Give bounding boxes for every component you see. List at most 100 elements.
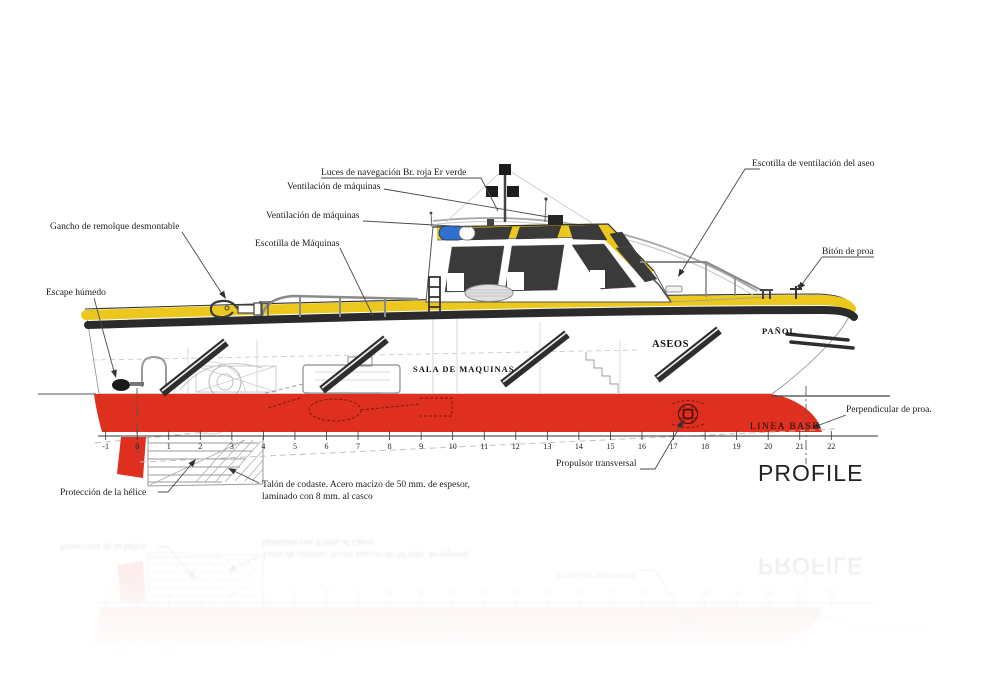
scale-tick-label: 20 — [764, 442, 772, 451]
leader-vent-upper — [383, 188, 549, 218]
side-fender-lines — [466, 289, 512, 297]
scale-tick-label: 1 — [167, 442, 171, 451]
antenna — [544, 199, 547, 223]
leader-vent-lower — [362, 220, 471, 228]
stairs — [585, 352, 619, 393]
label-tow-hook: Gancho de remolque desmontable — [50, 222, 180, 232]
skeg-structure — [139, 428, 836, 487]
label-toilet-vent: Escotilla de ventilación del aseo — [752, 159, 875, 169]
tow-hook — [209, 299, 271, 319]
scale-tick-label: 6 — [325, 442, 329, 451]
arrowhead — [111, 369, 117, 378]
keel-extension-dashed — [139, 428, 836, 463]
label-engine-vent-upper: Ventilación de máquinas — [287, 182, 381, 192]
label-toilets: ASEOS — [652, 339, 689, 350]
leader-prop-guard — [158, 460, 195, 493]
leader-toilet-vent — [679, 168, 760, 275]
scale-tick-label: 18 — [701, 442, 709, 451]
drivetrain-dashed — [267, 397, 705, 428]
view-title: PROFILE — [758, 460, 863, 486]
label-prop-guard: Protección de la hélice — [60, 488, 146, 498]
scale-tick-label: 19 — [733, 442, 741, 451]
arrowhead — [798, 281, 806, 290]
mast-stay-aft — [445, 167, 506, 223]
propeller-guard-red — [117, 437, 146, 478]
window-notches — [447, 270, 605, 291]
scale-tick-label: 16 — [638, 442, 646, 451]
leader-wet-exhaust — [93, 297, 116, 376]
wet-exhaust-outlet — [112, 379, 130, 391]
frame-diagonal — [195, 365, 277, 393]
scale-tick-label: 5 — [293, 442, 297, 451]
label-nav-lights: Luces de navegación Br. roja Er verde — [321, 168, 466, 178]
scale-tick-label: 9 — [419, 442, 423, 451]
scale-tick-label: 11 — [480, 442, 488, 451]
label-engine-hatch: Escotilla de Máquinas — [255, 239, 340, 249]
reflection-fade-overlay — [0, 519, 982, 688]
foredeck-railing — [640, 261, 764, 297]
stbd-nav-light — [507, 186, 519, 197]
leader-tow-hook — [181, 231, 225, 298]
bow-cleat — [760, 289, 773, 299]
bow-thruster-symbol — [678, 404, 698, 424]
aft-cabin-ladder — [428, 276, 441, 316]
aft-railing — [260, 294, 419, 317]
arrowhead — [188, 459, 196, 468]
arrowhead — [676, 420, 684, 429]
foredeck-edge — [670, 296, 771, 303]
scale-tick-label: 7 — [356, 442, 360, 451]
arrowhead — [228, 468, 237, 475]
scale-tick-label: 14 — [575, 442, 583, 451]
label-engine-room: SALA DE MAQUINAS — [413, 364, 515, 374]
gear-circle-inner — [216, 373, 234, 391]
leader-bow-bollard — [799, 256, 874, 288]
scale-tick-label: 10 — [449, 442, 457, 451]
roof-horn — [487, 219, 494, 226]
fender-dark-band — [84, 305, 858, 329]
leader-bow-thruster — [640, 422, 683, 470]
leader-lines — [93, 168, 874, 493]
antenna-tip — [544, 197, 548, 201]
label-engine-vent-lower: Ventilación de máquinas — [266, 211, 360, 221]
exhaust-u-pipe — [141, 355, 167, 387]
mast-stay-fwd — [504, 167, 593, 224]
spray-rail-lower — [789, 340, 855, 350]
scale-tick-label: 4 — [261, 442, 265, 451]
leader-nav-lights — [321, 177, 499, 212]
label-fwd-perpendicular: Perpendicular de proa. — [846, 405, 932, 415]
label-bow-thruster: Propulsor transversal — [556, 459, 637, 469]
label-store: PAÑOL — [762, 326, 796, 336]
windshield-frame — [648, 274, 672, 303]
mast-assembly — [429, 164, 593, 228]
antenna-aft-tip — [429, 211, 433, 215]
thruster-tunnel-dashed — [671, 400, 705, 428]
scale-tick-label: -1 — [102, 442, 109, 451]
liferaft-canister-end — [458, 225, 476, 241]
scale-tick-label: 21 — [796, 442, 804, 451]
pipe-curve — [179, 363, 263, 391]
steering-gear-frame — [195, 365, 277, 393]
label-sternpost-1: Talón de codaste. Acero macizo de 50 mm.… — [262, 480, 470, 490]
arrowhead — [219, 290, 226, 299]
shaft-dashed — [257, 383, 304, 396]
spray-rail-upper — [785, 332, 850, 342]
scale-tick-label: 0 — [135, 442, 139, 451]
roof-vent-box — [548, 215, 563, 225]
label-bow-bollard: Bitón de proa — [822, 247, 874, 257]
label-wet-exhaust: Escape húmedo — [46, 288, 106, 298]
fender-supports — [159, 326, 722, 397]
scale-tick-label: 15 — [606, 442, 614, 451]
toilet-vent-hatch — [665, 285, 683, 293]
label-baseline: LINEA BASE — [750, 422, 820, 432]
leader-engine-hatch — [339, 247, 374, 317]
port-nav-light — [486, 186, 498, 197]
scale-tick-label: 3 — [230, 442, 234, 451]
scale-tick-label: 13 — [543, 442, 551, 451]
arrowhead — [812, 422, 821, 428]
scale-tick-label: 22 — [827, 442, 835, 451]
scale-tick-label: 2 — [198, 442, 202, 451]
